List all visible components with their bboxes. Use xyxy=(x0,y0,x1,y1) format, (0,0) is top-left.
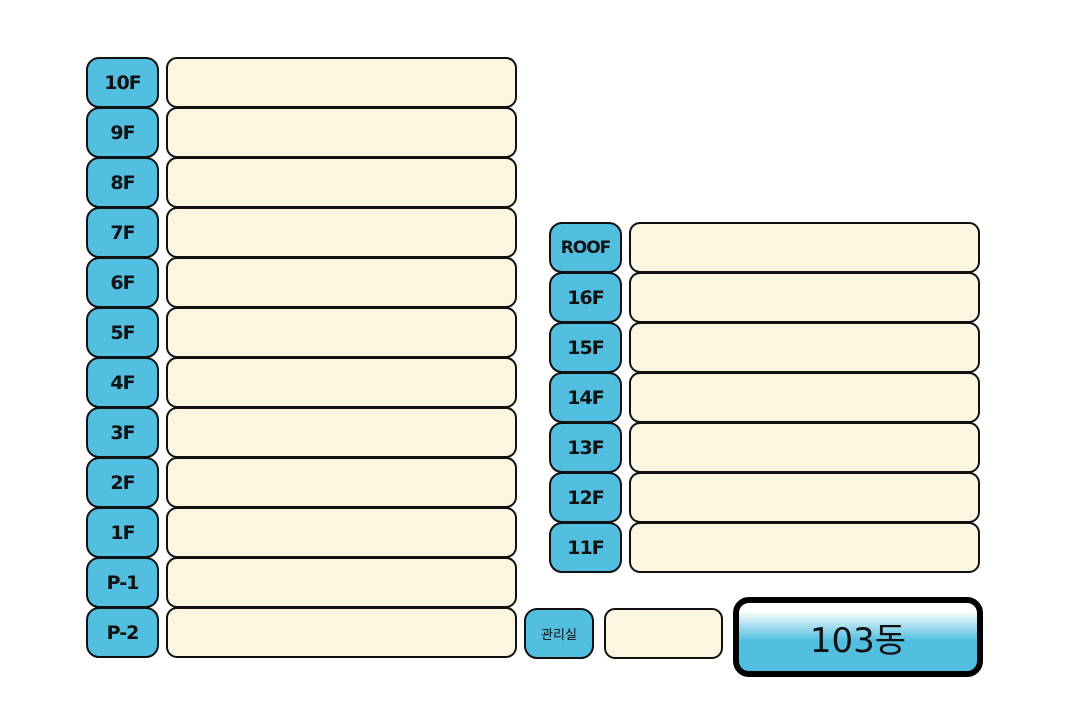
floor-label-2f[interactable]: 2F xyxy=(86,457,159,508)
floor-label-4f[interactable]: 4F xyxy=(86,357,159,408)
management-office-field[interactable] xyxy=(604,608,723,659)
floor-label-10f[interactable]: 10F xyxy=(86,57,159,108)
floor-label-9f[interactable]: 9F xyxy=(86,107,159,158)
floor-field-4f[interactable] xyxy=(166,357,517,408)
floor-field-9f[interactable] xyxy=(166,107,517,158)
floor-field-11f[interactable] xyxy=(629,522,980,573)
floor-field-13f[interactable] xyxy=(629,422,980,473)
floor-label-12f[interactable]: 12F xyxy=(549,472,622,523)
floor-field-8f[interactable] xyxy=(166,157,517,208)
floor-label-15f[interactable]: 15F xyxy=(549,322,622,373)
floor-field-6f[interactable] xyxy=(166,257,517,308)
floor-label-11f[interactable]: 11F xyxy=(549,522,622,573)
floor-field-7f[interactable] xyxy=(166,207,517,258)
floor-field-roof[interactable] xyxy=(629,222,980,273)
floor-label-5f[interactable]: 5F xyxy=(86,307,159,358)
floor-label-13f[interactable]: 13F xyxy=(549,422,622,473)
floor-field-10f[interactable] xyxy=(166,57,517,108)
floor-label-roof[interactable]: ROOF xyxy=(549,222,622,273)
floor-label-14f[interactable]: 14F xyxy=(549,372,622,423)
building-number: 103동 xyxy=(809,620,907,661)
floor-label-1f[interactable]: 1F xyxy=(86,507,159,558)
floor-label-6f[interactable]: 6F xyxy=(86,257,159,308)
floor-field-15f[interactable] xyxy=(629,322,980,373)
floor-field-16f[interactable] xyxy=(629,272,980,323)
floor-field-12f[interactable] xyxy=(629,472,980,523)
building-number-badge: 103동 xyxy=(733,597,983,677)
floor-label-p-1[interactable]: P-1 xyxy=(86,557,159,608)
floor-field-1f[interactable] xyxy=(166,507,517,558)
floor-label-7f[interactable]: 7F xyxy=(86,207,159,258)
floor-field-14f[interactable] xyxy=(629,372,980,423)
floor-label-16f[interactable]: 16F xyxy=(549,272,622,323)
floor-label-3f[interactable]: 3F xyxy=(86,407,159,458)
floor-field-3f[interactable] xyxy=(166,407,517,458)
floor-field-p-2[interactable] xyxy=(166,607,517,658)
floor-field-p-1[interactable] xyxy=(166,557,517,608)
floor-label-p-2[interactable]: P-2 xyxy=(86,607,159,658)
floor-field-2f[interactable] xyxy=(166,457,517,508)
management-office-label[interactable]: 관리실 xyxy=(524,608,594,659)
floor-field-5f[interactable] xyxy=(166,307,517,358)
floor-label-8f[interactable]: 8F xyxy=(86,157,159,208)
